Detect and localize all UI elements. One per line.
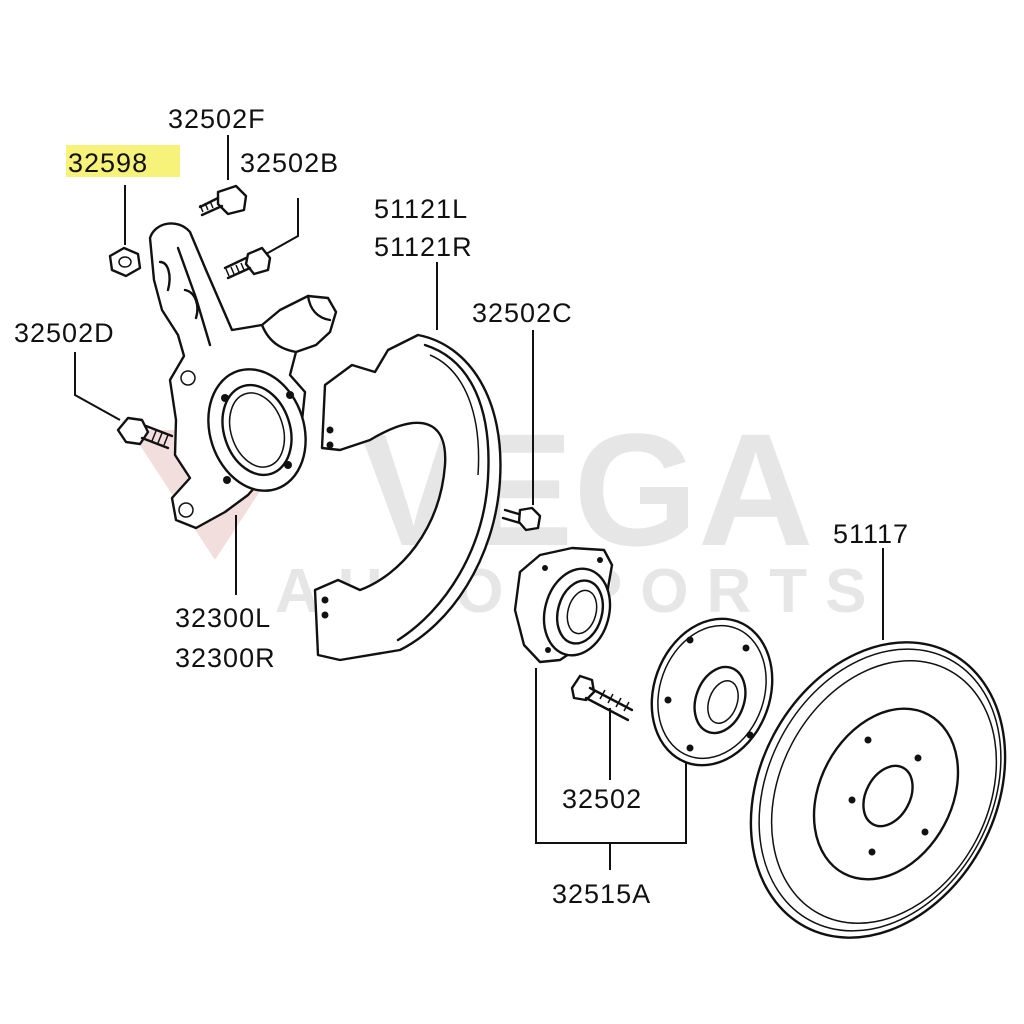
bolt-32502c bbox=[501, 506, 542, 532]
label-51121l: 51121L bbox=[374, 194, 468, 224]
label-32300l: 32300L bbox=[175, 603, 271, 633]
label-32502b: 32502B bbox=[240, 148, 339, 178]
wheel-stud-32502 bbox=[570, 674, 634, 722]
label-32502: 32502 bbox=[562, 784, 642, 814]
label-32502f: 32502F bbox=[168, 104, 266, 134]
bolt-32502b bbox=[223, 246, 272, 280]
dust-shield-51121 bbox=[313, 333, 502, 662]
nut-32598 bbox=[108, 246, 142, 278]
leader-lines bbox=[74, 135, 884, 870]
bolt-32502f bbox=[198, 184, 248, 217]
label-32598: 32598 bbox=[68, 148, 148, 178]
label-32502c: 32502C bbox=[472, 298, 573, 328]
hub-flange bbox=[650, 617, 774, 767]
label-32300r: 32300R bbox=[175, 643, 276, 673]
label-32502d: 32502D bbox=[14, 318, 115, 348]
part-highlight bbox=[66, 145, 180, 177]
steering-knuckle-32300 bbox=[148, 222, 338, 530]
label-51117: 51117 bbox=[833, 519, 909, 549]
bolt-32502d bbox=[116, 416, 174, 450]
label-51121r: 51121R bbox=[374, 232, 473, 262]
hub-bearing-32515a bbox=[513, 546, 614, 664]
label-32515a: 32515A bbox=[552, 879, 651, 909]
brake-disc-51117 bbox=[749, 641, 1007, 939]
part-labels: 32502F 32598 32502B 51121L 51121R 32502D… bbox=[14, 104, 909, 909]
